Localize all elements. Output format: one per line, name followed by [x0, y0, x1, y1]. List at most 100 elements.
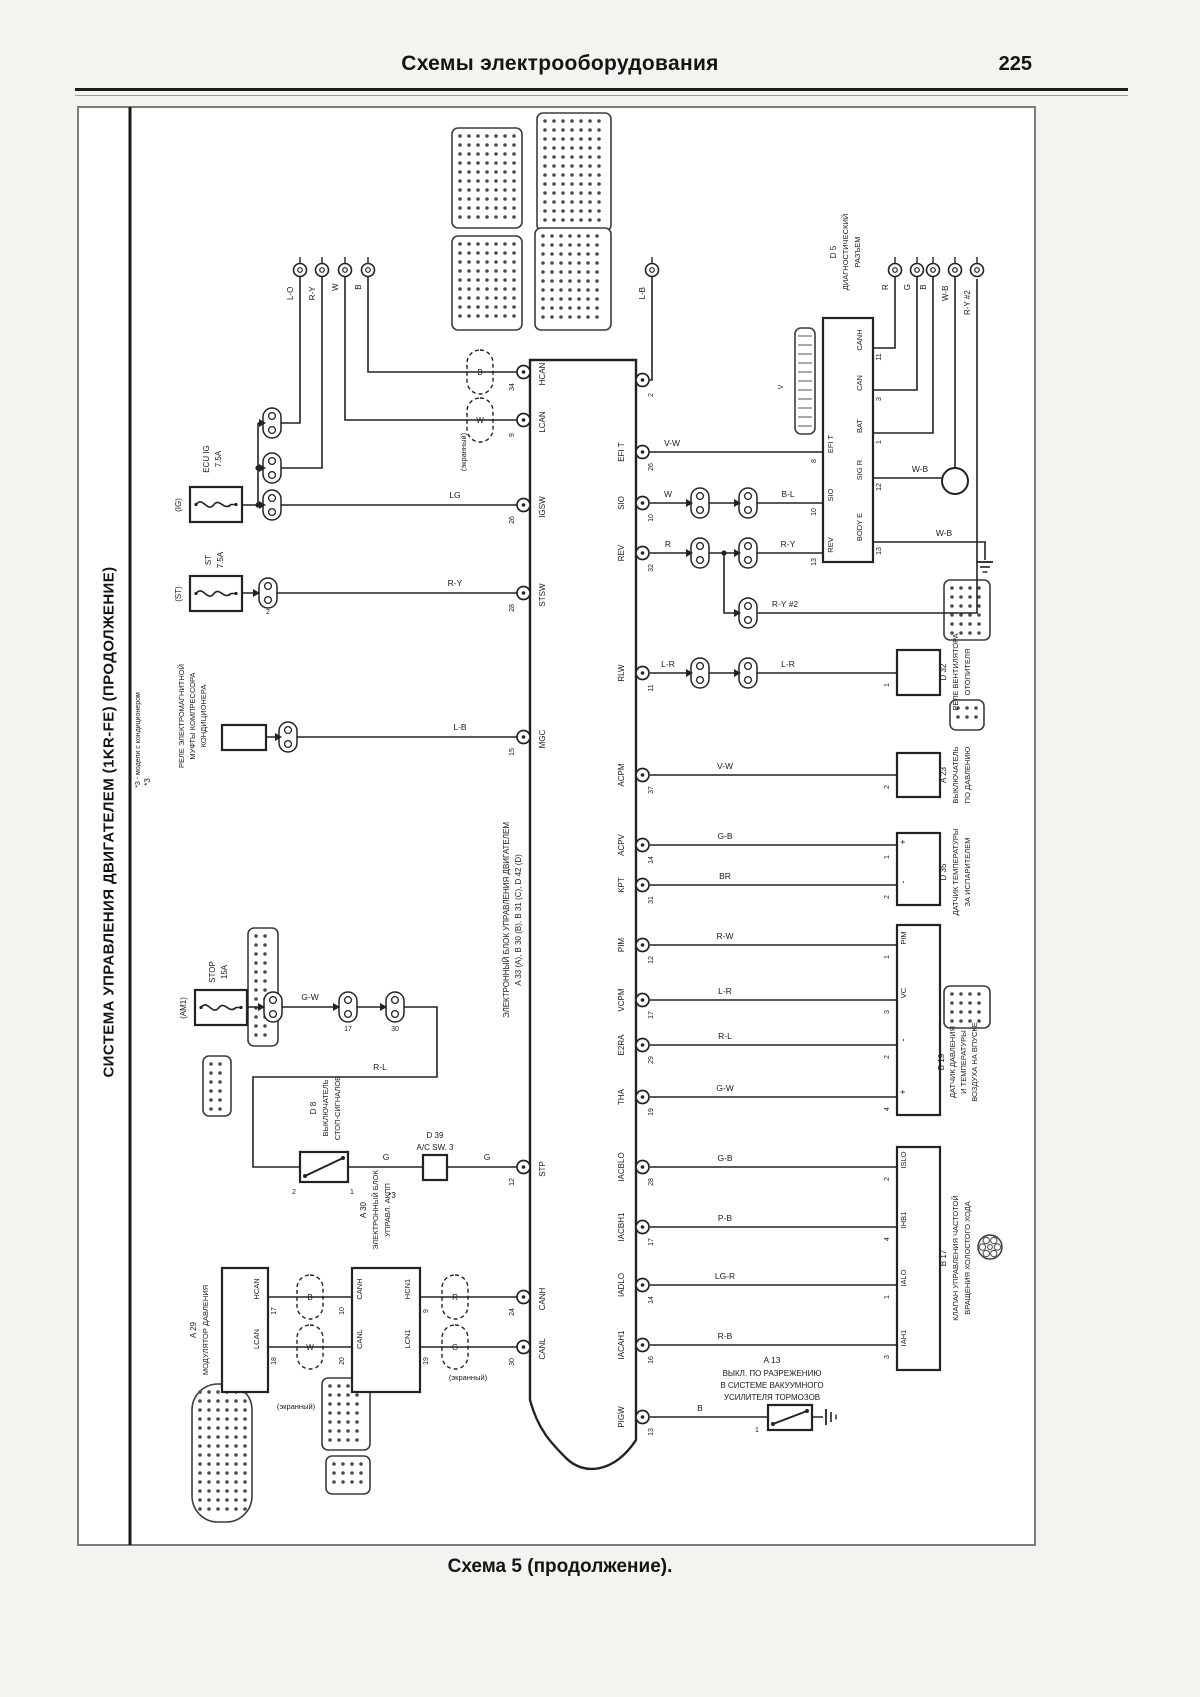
- svg-text:G-B: G-B: [717, 1153, 732, 1163]
- svg-text:R: R: [881, 284, 890, 290]
- svg-text:2: 2: [884, 895, 891, 899]
- svg-text:B: B: [697, 1403, 703, 1413]
- svg-text:28: 28: [509, 604, 516, 612]
- page-header-title: Схемы электрооборудования: [401, 52, 719, 75]
- svg-text:17: 17: [648, 1011, 655, 1019]
- svg-text:LG: LG: [449, 490, 460, 500]
- svg-text:34: 34: [509, 383, 516, 391]
- svg-text:L-B: L-B: [638, 287, 647, 299]
- svg-text:11: 11: [876, 353, 883, 360]
- svg-text:A 30: A 30: [359, 1201, 368, 1218]
- svg-text:17: 17: [648, 1238, 655, 1246]
- svg-text:СТОП-СИГНАЛОВ: СТОП-СИГНАЛОВ: [333, 1076, 342, 1140]
- svg-text:37: 37: [648, 786, 655, 794]
- svg-text:ACPV: ACPV: [617, 833, 626, 855]
- svg-text:G: G: [383, 1152, 390, 1162]
- svg-text:ACPM: ACPM: [617, 763, 626, 786]
- svg-text:16: 16: [648, 1356, 655, 1364]
- svg-text:B 19: B 19: [937, 1053, 946, 1070]
- svg-text:IACAH1: IACAH1: [617, 1330, 626, 1359]
- svg-text:1: 1: [884, 1295, 891, 1299]
- svg-text:+: +: [898, 839, 908, 844]
- svg-text:SIG R: SIG R: [855, 459, 864, 480]
- svg-text:2: 2: [266, 609, 270, 616]
- svg-text:LCAN: LCAN: [252, 1329, 261, 1349]
- svg-text:ДАТЧИК ДАВЛЕНИЯ: ДАТЧИК ДАВЛЕНИЯ: [948, 1026, 957, 1098]
- svg-text:(AM1): (AM1): [179, 997, 188, 1019]
- svg-text:CANL: CANL: [355, 1329, 364, 1349]
- svg-text:ВОЗДУХА НА ВПУСКЕ: ВОЗДУХА НА ВПУСКЕ: [970, 1022, 979, 1102]
- flower-connector-icon: [977, 1234, 1003, 1260]
- svg-text:PIM: PIM: [617, 938, 626, 953]
- svg-text:+: +: [898, 1089, 908, 1094]
- svg-text:CANH: CANH: [538, 1287, 547, 1310]
- diagram-caption: Схема 5 (продолжение).: [447, 1556, 673, 1577]
- svg-text:REV: REV: [617, 544, 626, 561]
- svg-text:STSW: STSW: [538, 583, 547, 607]
- svg-text:D 35: D 35: [939, 863, 948, 880]
- svg-text:4: 4: [884, 1237, 891, 1241]
- svg-text:30: 30: [509, 1358, 516, 1366]
- svg-text:15A: 15A: [220, 964, 229, 979]
- svg-text:B 17: B 17: [939, 1249, 948, 1266]
- svg-text:24: 24: [509, 1308, 516, 1316]
- svg-text:V-W: V-W: [717, 761, 733, 771]
- svg-text:18: 18: [271, 1357, 278, 1365]
- svg-text:D 8: D 8: [309, 1101, 318, 1114]
- svg-text:IALO: IALO: [899, 1269, 908, 1286]
- svg-text:W-B: W-B: [941, 286, 950, 301]
- svg-text:РАЗЪЕМ: РАЗЪЕМ: [853, 236, 862, 267]
- svg-text:*3 - модели с кондиционером: *3 - модели с кондиционером: [135, 692, 142, 788]
- svg-text:A/C SW. 3: A/C SW. 3: [417, 1143, 454, 1152]
- svg-text:ДАТЧИК ТЕМПЕРАТУРЫ: ДАТЧИК ТЕМПЕРАТУРЫ: [951, 828, 960, 915]
- page-number: 225: [998, 53, 1032, 75]
- svg-text:4: 4: [884, 1107, 891, 1111]
- svg-text:CANH: CANH: [355, 1278, 364, 1299]
- component-boxes: [188, 316, 942, 1432]
- svg-text:2: 2: [648, 393, 655, 397]
- svg-text:13: 13: [876, 547, 883, 555]
- svg-text:1: 1: [884, 683, 891, 687]
- svg-text:R: R: [665, 539, 671, 549]
- svg-text:1: 1: [884, 855, 891, 859]
- svg-text:19: 19: [648, 1108, 655, 1116]
- svg-text:12: 12: [876, 483, 883, 491]
- svg-text:ВЫКЛЮЧАТЕЛЬ: ВЫКЛЮЧАТЕЛЬ: [951, 746, 960, 803]
- svg-text:УПРАВЛ. АКПП: УПРАВЛ. АКПП: [383, 1183, 392, 1237]
- ground-symbols: [825, 561, 993, 1425]
- svg-text:LCAN: LCAN: [538, 411, 547, 433]
- svg-text:17: 17: [344, 1026, 352, 1033]
- svg-text:R-W: R-W: [717, 931, 734, 941]
- svg-text:ВРАЩЕНИЯ ХОЛОСТОГО ХОДА: ВРАЩЕНИЯ ХОЛОСТОГО ХОДА: [963, 1201, 972, 1314]
- svg-text:МУФТЫ КОМПРЕССОРА: МУФТЫ КОМПРЕССОРА: [188, 672, 197, 759]
- svg-text:D 39: D 39: [427, 1131, 444, 1140]
- svg-text:ECU IG: ECU IG: [202, 445, 211, 473]
- svg-text:12: 12: [509, 1178, 516, 1186]
- svg-text:10: 10: [811, 508, 818, 516]
- svg-text:ВЫКЛ. ПО РАЗРЕЖЕНИЮ: ВЫКЛ. ПО РАЗРЕЖЕНИЮ: [723, 1369, 822, 1378]
- svg-text:V-W: V-W: [664, 438, 680, 448]
- svg-text:7.5A: 7.5A: [216, 551, 225, 568]
- svg-text:A 29: A 29: [189, 1321, 198, 1338]
- svg-text:8: 8: [811, 459, 818, 463]
- svg-text:EFI T: EFI T: [826, 434, 835, 453]
- svg-text:ПО ДАВЛЕНИЮ: ПО ДАВЛЕНИЮ: [963, 746, 972, 803]
- svg-text:1: 1: [755, 1427, 759, 1434]
- svg-text:A 23: A 23: [939, 766, 948, 783]
- svg-text:17: 17: [271, 1307, 278, 1315]
- svg-text:В СИСТЕМЕ ВАКУУМНОГО: В СИСТЕМЕ ВАКУУМНОГО: [720, 1381, 823, 1390]
- svg-text:G: G: [903, 284, 912, 290]
- svg-text:V: V: [778, 384, 785, 389]
- ecu-pins: HCAN34LCAN9IGSW26STSW28MGC15STP12CANH24C…: [509, 362, 655, 1435]
- svg-text:(IG): (IG): [174, 498, 183, 512]
- svg-text:B: B: [307, 1293, 312, 1302]
- svg-text:B: B: [919, 284, 928, 289]
- svg-text:R-L: R-L: [718, 1031, 732, 1041]
- svg-text:D 32: D 32: [939, 663, 948, 680]
- svg-text:IAH1: IAH1: [899, 1330, 908, 1347]
- svg-text:9: 9: [509, 433, 516, 437]
- svg-text:L-R: L-R: [661, 659, 675, 669]
- svg-text:G-B: G-B: [717, 831, 732, 841]
